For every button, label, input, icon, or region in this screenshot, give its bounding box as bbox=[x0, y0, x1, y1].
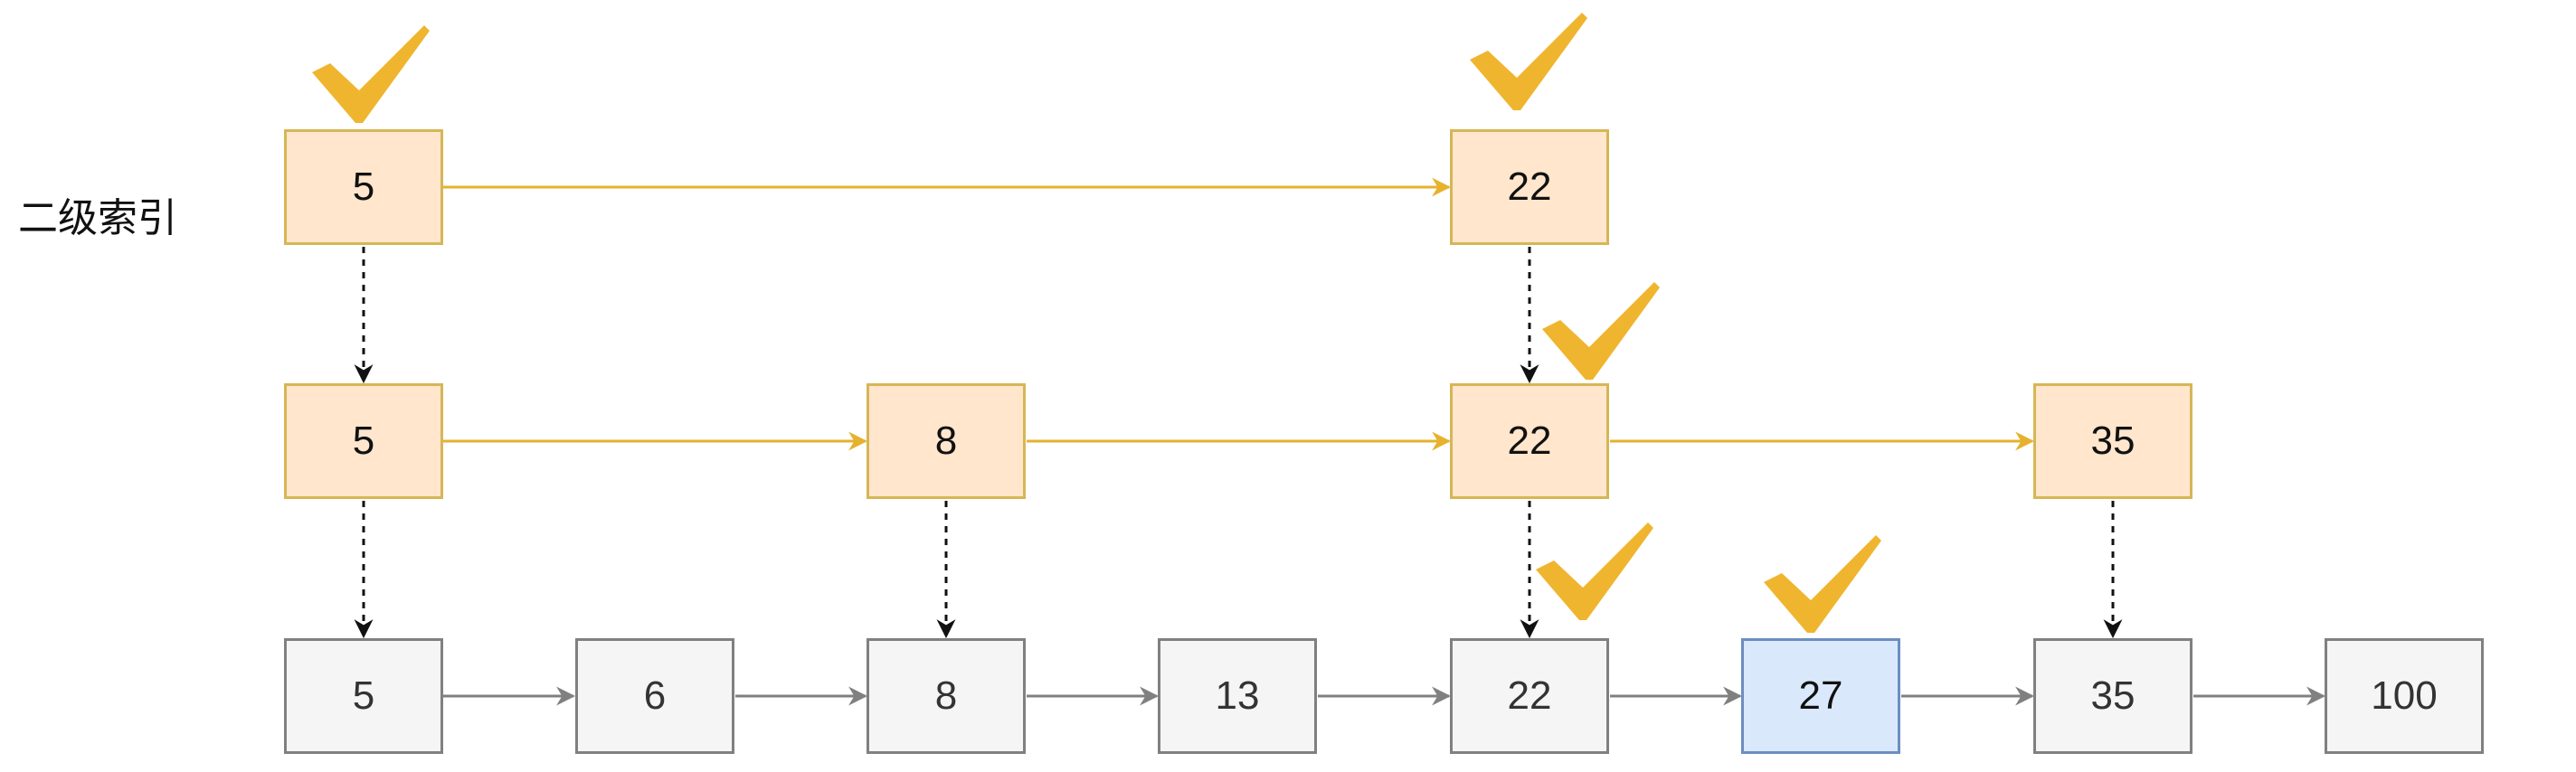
check-icon bbox=[312, 25, 430, 123]
check-icon bbox=[1764, 535, 1881, 633]
base-node-13: 13 bbox=[1158, 638, 1317, 754]
base-node-22: 22 bbox=[1450, 638, 1609, 754]
level1-node-5: 5 bbox=[284, 383, 443, 499]
level2-node-22: 22 bbox=[1450, 129, 1609, 245]
base-node-27-target: 27 bbox=[1741, 638, 1900, 754]
level-label: 二级索引 bbox=[18, 195, 177, 241]
base-node-35: 35 bbox=[2033, 638, 2192, 754]
check-icon bbox=[1542, 282, 1660, 380]
base-node-5: 5 bbox=[284, 638, 443, 754]
base-node-8: 8 bbox=[867, 638, 1026, 754]
check-icon bbox=[1470, 13, 1587, 110]
level1-node-22: 22 bbox=[1450, 383, 1609, 499]
check-icon bbox=[1536, 523, 1653, 620]
level2-node-5: 5 bbox=[284, 129, 443, 245]
base-node-100: 100 bbox=[2325, 638, 2484, 754]
base-node-6: 6 bbox=[575, 638, 734, 754]
level1-node-35: 35 bbox=[2033, 383, 2192, 499]
level1-node-8: 8 bbox=[867, 383, 1026, 499]
